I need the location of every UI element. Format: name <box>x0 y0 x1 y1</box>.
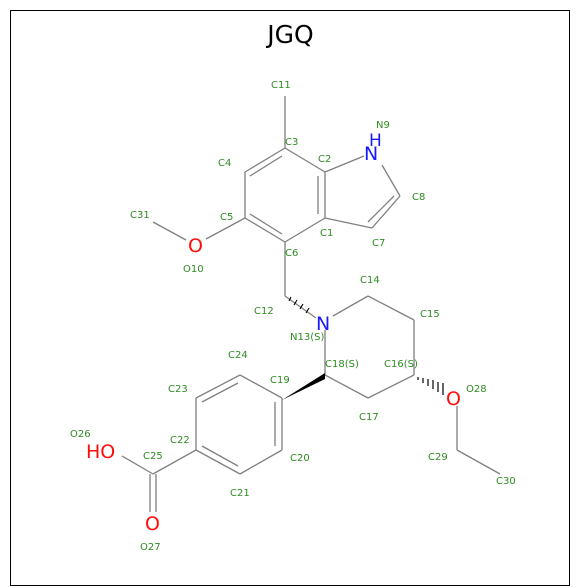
label-c22: C22 <box>170 435 190 446</box>
bond-c22-c25 <box>152 449 197 475</box>
bond-n9-c8 <box>381 164 401 197</box>
label-c19: C19 <box>270 375 290 386</box>
bond-c25-o26 <box>121 455 154 475</box>
label-c7: C7 <box>372 238 385 249</box>
bond-c4-c3-inner <box>249 155 283 177</box>
label-c30: C30 <box>496 476 516 487</box>
bond-c22-c21 <box>195 449 241 475</box>
bonds <box>121 96 501 512</box>
bond-n13-c14 <box>332 295 369 317</box>
label-c16: C16(S) <box>384 359 418 370</box>
bond-c4-c3 <box>244 147 286 173</box>
bond-c7-c1 <box>324 217 373 229</box>
atom-o10-symbol: O <box>188 235 203 257</box>
bond-o10-c31 <box>152 221 187 241</box>
atom-n9-symbol: N <box>364 143 378 165</box>
label-c24: C24 <box>228 350 248 361</box>
label-c6: C6 <box>285 248 298 259</box>
hash-bond-c16-o28 <box>417 377 444 395</box>
atom-o27-symbol: O <box>145 513 160 535</box>
bond-c24-c23-inner <box>201 382 239 403</box>
label-c18: C18(S) <box>325 359 359 370</box>
label-c8: C8 <box>412 192 425 203</box>
label-c17: C17 <box>359 412 379 423</box>
label-o26: O26 <box>70 429 91 440</box>
bond-c19-c24 <box>239 374 283 399</box>
atom-o28-symbol: O <box>446 388 461 410</box>
label-o28: O28 <box>466 384 487 395</box>
label-c25: C25 <box>143 451 163 462</box>
bond-c14-c15 <box>367 295 415 321</box>
label-c11: C11 <box>271 80 291 91</box>
bond-c29-c30 <box>456 449 501 475</box>
bond-c1-c6 <box>284 217 326 243</box>
bond-c8-c7 <box>371 195 401 229</box>
label-c2: C2 <box>318 154 331 165</box>
molecule-title: JGQ <box>267 20 314 49</box>
bond-c5-o10 <box>205 217 246 240</box>
label-o10: O10 <box>183 264 204 275</box>
label-c14: C14 <box>360 275 380 286</box>
label-c5: C5 <box>220 212 233 223</box>
label-c1: C1 <box>320 228 333 239</box>
bond-c3-c2 <box>284 147 326 173</box>
label-c4: C4 <box>218 158 231 169</box>
label-c29: C29 <box>428 452 448 463</box>
label-o27: O27 <box>140 542 161 553</box>
atom-labels: C1 C2 C3 C4 C5 C6 C7 C8 N9 O10 C11 C12 N… <box>70 80 516 553</box>
wedge-bond-c18-c19 <box>282 373 325 400</box>
label-c15: C15 <box>420 309 440 320</box>
bond-c24-c23 <box>195 374 241 399</box>
label-c31: C31 <box>130 210 150 221</box>
hash-bond-n13-c12 <box>288 296 310 314</box>
atom-n13-symbol: N <box>316 313 330 335</box>
bond-c6-c5-inner <box>249 213 283 235</box>
atom-n9-hydrogen: H <box>369 131 382 151</box>
label-c21: C21 <box>230 488 250 499</box>
atom-o26-symbol: HO <box>86 441 115 463</box>
bond-c17-c18 <box>324 374 369 399</box>
label-c3: C3 <box>285 137 298 148</box>
bond-c21-c20 <box>239 449 283 475</box>
bond-c2-n9 <box>324 155 365 173</box>
bond-c6-c5 <box>244 217 286 243</box>
bond-c8-c7-inner <box>367 195 395 223</box>
bond-c22-c21-inner <box>201 445 239 467</box>
label-n13: N13(S) <box>290 332 324 343</box>
label-c20: C20 <box>290 453 310 464</box>
label-c23: C23 <box>168 384 188 395</box>
label-n9: N9 <box>376 120 390 131</box>
bond-c16-c17 <box>367 374 415 399</box>
label-c12: C12 <box>254 306 274 317</box>
